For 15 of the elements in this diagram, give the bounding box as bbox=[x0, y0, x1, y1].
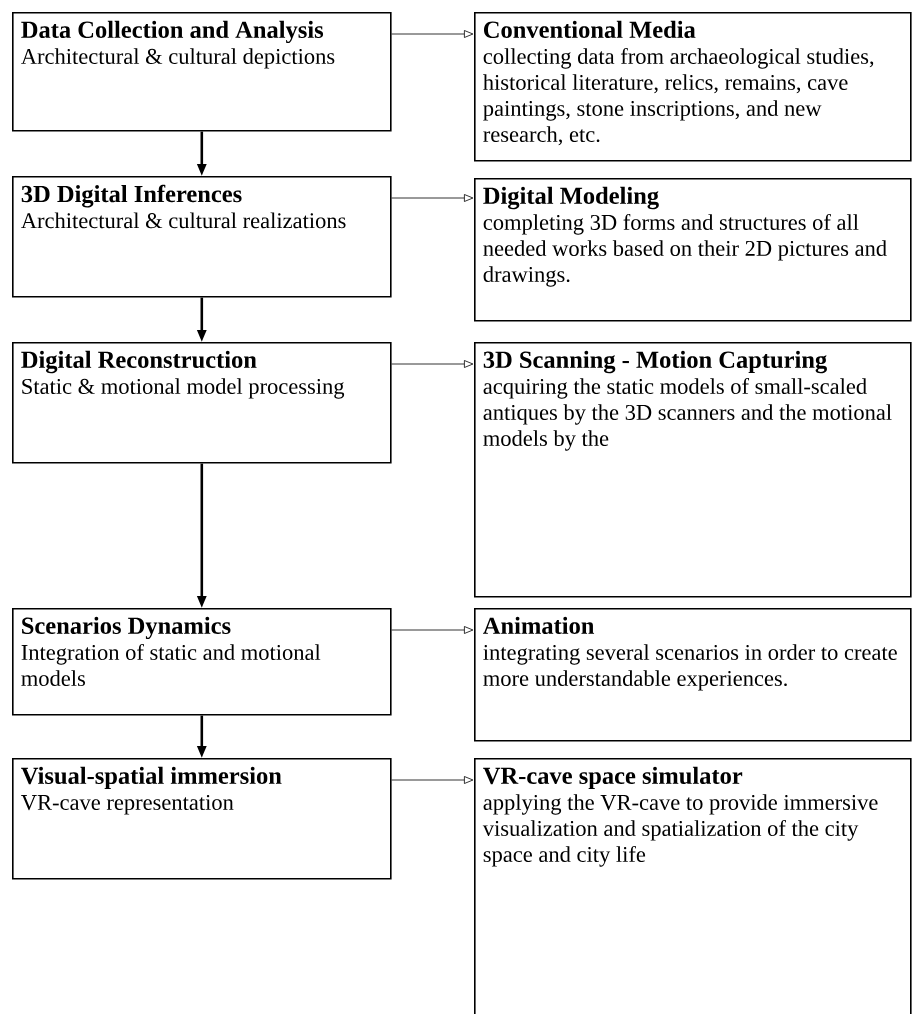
process-box: Scenarios Dynamics Integration of static and motional models bbox=[12, 608, 392, 716]
process-box: VR-cave space simulator applying the VR-cave to provide immersive visualization and spatialization of the city space and city life bbox=[474, 758, 912, 1014]
process-box: 3D Digital Inferences Architectural & cultural realizations bbox=[12, 176, 392, 298]
process-box: Digital Reconstruction Static & motional model processing bbox=[12, 342, 392, 464]
arrow bbox=[391, 360, 474, 368]
process-box: Digital Modeling completing 3D forms and structures of all needed works based on their 2D pictures and drawings. bbox=[474, 178, 912, 322]
process-box: Conventional Media collecting data from archaeological studies, historical literature, relics, remains, cave paintings, stone inscriptions, and new research, etc. bbox=[474, 12, 912, 162]
arrow bbox=[391, 30, 474, 38]
arrow bbox=[391, 194, 474, 202]
process-box: Data Collection and Analysis Architectural & cultural depictions bbox=[12, 12, 392, 132]
process-box: Animation integrating several scenarios in order to create more understandable experiences. bbox=[474, 608, 912, 742]
process-box: Visual-spatial immersion VR-cave representation bbox=[12, 758, 392, 880]
arrow bbox=[391, 776, 474, 784]
process-box: 3D Scanning - Motion Capturing acquiring the static models of small-scaled antiques by the 3D scanners and the motional models by the bbox=[474, 342, 912, 598]
arrow bbox=[391, 626, 474, 634]
